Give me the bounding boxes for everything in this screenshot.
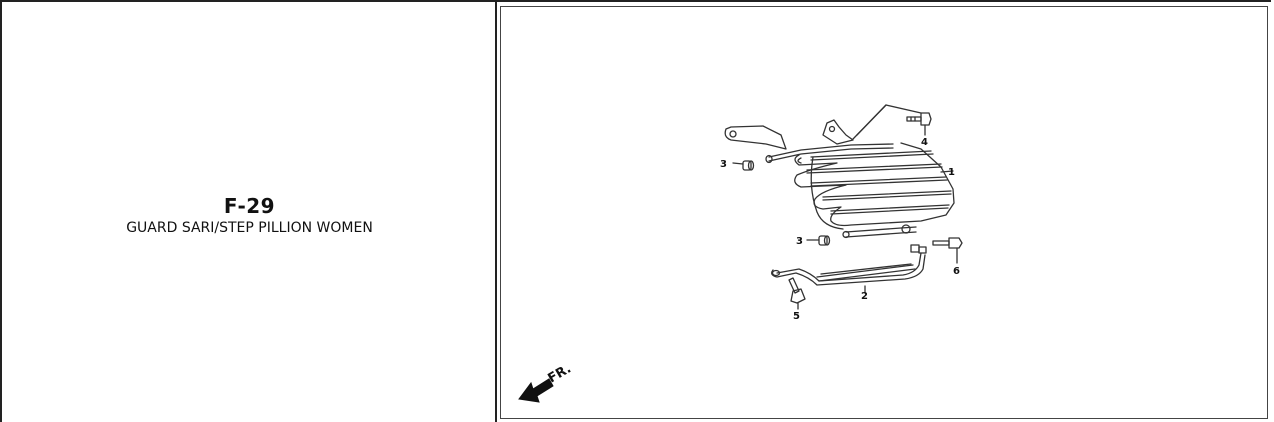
callout-5: 5 — [793, 311, 800, 322]
part-info-panel: F-29 GUARD SARI/STEP PILLION WOMEN — [2, 2, 497, 422]
parts-diagram: 4 3 3 1 2 5 6 FR. — [518, 104, 963, 403]
callout-3-upper: 3 — [720, 159, 727, 170]
callout-1: 1 — [948, 167, 955, 178]
callout-2: 2 — [861, 291, 868, 302]
callout-3-lower: 3 — [796, 236, 803, 247]
callout-6: 6 — [953, 266, 960, 277]
bolt-6-drawing — [932, 237, 963, 249]
front-direction-arrow-icon — [518, 378, 554, 403]
diagram-panel: 4 3 3 1 2 5 6 FR. — [500, 6, 1268, 419]
part-description: GUARD SARI/STEP PILLION WOMEN — [126, 220, 373, 236]
bolt-4-drawing — [906, 112, 932, 126]
callout-4: 4 — [921, 137, 928, 148]
front-direction-label: FR. — [546, 361, 574, 386]
collar-lower-drawing — [818, 235, 831, 246]
step-drawing — [771, 244, 927, 286]
collar-upper-drawing — [742, 160, 755, 171]
part-code: F-29 — [223, 194, 276, 218]
bolt-5-drawing — [788, 277, 806, 304]
sari-guard-drawing — [724, 119, 955, 239]
